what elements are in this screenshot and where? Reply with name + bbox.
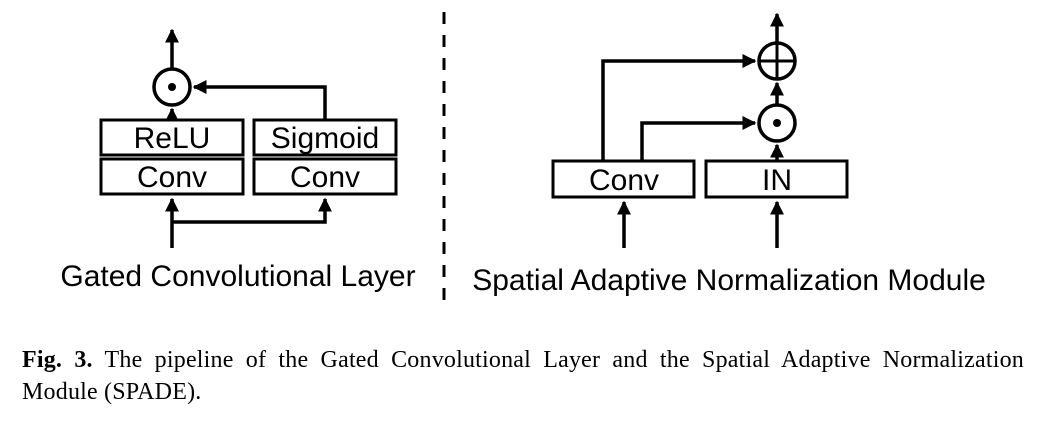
pipeline-diagram: ReLU Conv Sigmoid Conv Gated Convolution…	[60, 12, 986, 302]
conv-beta-arrow	[601, 54, 757, 160]
caption-label: Fig. 3.	[22, 347, 93, 373]
relu-label: ReLU	[134, 122, 211, 155]
in-box	[704, 159, 849, 199]
sigmoid-to-multiply-arrow	[192, 80, 327, 119]
sigmoid-box	[252, 118, 398, 157]
in-label: IN	[762, 164, 792, 197]
spade-module: Conv IN Spatial Adaptive Normalization M…	[472, 12, 986, 297]
relu-box	[99, 118, 245, 157]
spade-conv-label: Conv	[589, 164, 659, 197]
gated-title: Gated Convolutional Layer	[60, 260, 415, 293]
spade-multiply-node	[757, 103, 797, 143]
sigmoid-label: Sigmoid	[271, 122, 379, 155]
conv-gamma-arrow	[640, 116, 757, 160]
input-fork-arrow-right	[172, 197, 332, 224]
spade-title: Spatial Adaptive Normalization Module	[472, 264, 986, 297]
spade-add-node	[757, 41, 797, 81]
caption-text: The pipeline of the Gated Convolutional …	[22, 347, 1024, 405]
conv-left-label: Conv	[137, 161, 207, 194]
gated-conv-layer: ReLU Conv Sigmoid Conv Gated Convolution…	[60, 28, 416, 293]
spade-conv-box	[551, 159, 696, 199]
figure-caption: Fig. 3. The pipeline of the Gated Convol…	[22, 344, 1024, 408]
conv-right-box	[252, 157, 398, 196]
multiply-node	[152, 67, 192, 107]
conv-right-label: Conv	[290, 161, 360, 194]
conv-left-box	[99, 157, 245, 196]
